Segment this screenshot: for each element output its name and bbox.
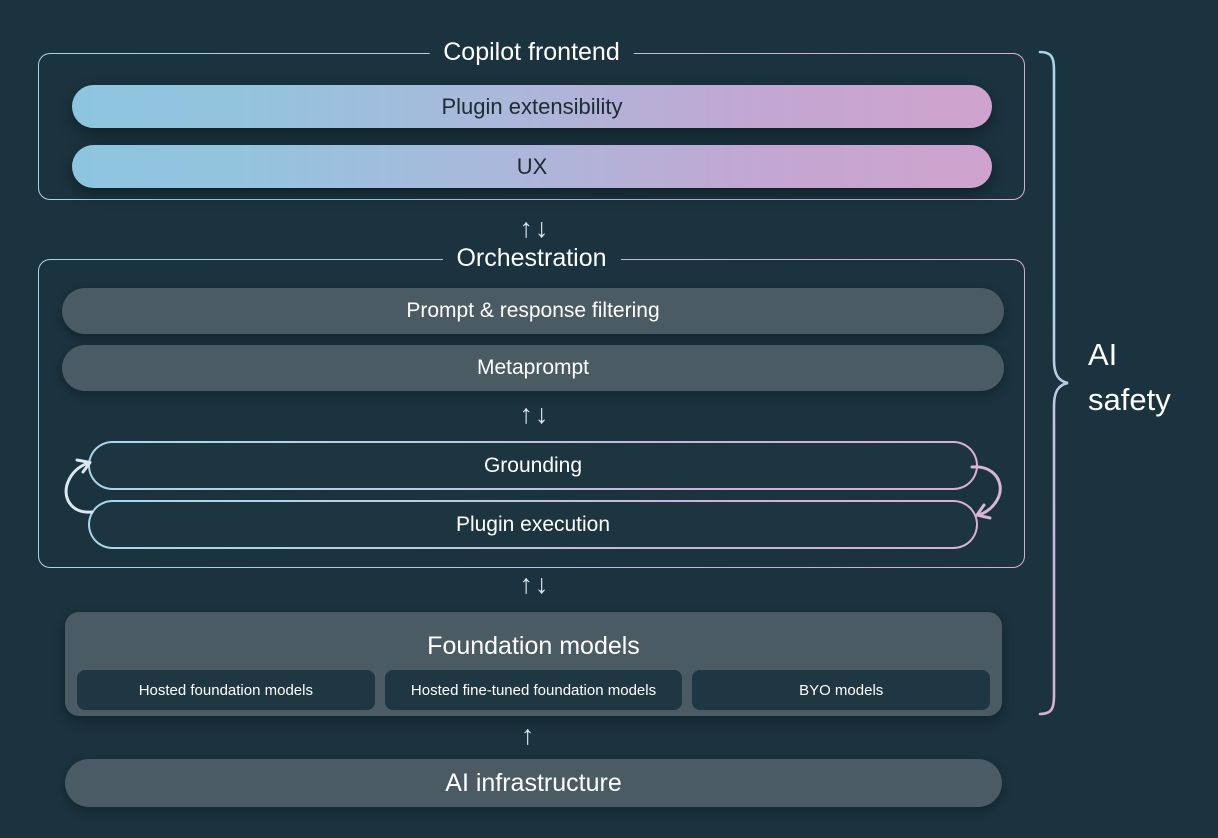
arrow-down-icon: ↓	[535, 568, 549, 599]
pill-ai-infrastructure[interactable]: AI infrastructure	[65, 759, 1002, 807]
pill-plugin-extensibility[interactable]: Plugin extensibility	[72, 85, 992, 128]
pill-plugin-extensibility-label: Plugin extensibility	[441, 93, 623, 119]
connector-foundation-infrastructure: ↑	[521, 722, 535, 749]
connector-orchestration-foundation: ↑ ↓	[498, 568, 570, 600]
foundation-models-row: Hosted foundation models Hosted fine-tun…	[77, 670, 991, 710]
loop-arrow-left-icon	[64, 458, 94, 514]
loop-arrow-right-icon	[970, 465, 1002, 520]
pill-grounding-label: Grounding	[483, 453, 583, 477]
ai-safety-label-line1: AI	[1088, 337, 1118, 372]
foundation-item-hosted-label: Hosted foundation models	[138, 681, 313, 699]
connector-metaprompt-grounding: ↑ ↓	[498, 398, 570, 430]
arrow-up-icon: ↑	[519, 212, 534, 243]
arrow-down-icon: ↓	[535, 212, 549, 243]
orchestration-title: Orchestration	[442, 244, 621, 273]
pill-prompt-response-filtering-label: Prompt & response filtering	[406, 299, 660, 322]
ai-safety-label: AI safety	[1088, 333, 1208, 423]
arrow-up-icon: ↑	[519, 568, 534, 599]
ai-safety-brace-icon	[1038, 50, 1069, 716]
pill-plugin-execution[interactable]: Plugin execution	[88, 500, 978, 549]
foundation-models-title: Foundation models	[427, 632, 640, 660]
foundation-models-block: Foundation models Hosted foundation mode…	[65, 612, 1002, 716]
pill-ux[interactable]: UX	[72, 145, 992, 188]
arrow-down-icon: ↓	[535, 398, 549, 429]
foundation-item-byo-label: BYO models	[799, 681, 884, 699]
arrow-up-icon: ↑	[519, 398, 534, 429]
ai-safety-label-line2: safety	[1088, 381, 1171, 417]
pill-metaprompt-label: Metaprompt	[476, 356, 590, 379]
arrow-up-icon: ↑	[521, 720, 535, 750]
pill-metaprompt[interactable]: Metaprompt	[62, 345, 1004, 391]
pill-plugin-execution-label: Plugin execution	[455, 512, 611, 536]
connector-frontend-orchestration: ↑ ↓	[498, 212, 570, 244]
foundation-item-byo[interactable]: BYO models	[692, 670, 991, 710]
foundation-item-finetuned[interactable]: Hosted fine-tuned foundation models	[384, 670, 683, 710]
pill-ux-label: UX	[516, 153, 548, 179]
copilot-frontend-title: Copilot frontend	[429, 38, 634, 67]
pill-grounding[interactable]: Grounding	[88, 441, 978, 490]
foundation-item-finetuned-label: Hosted fine-tuned foundation models	[410, 681, 657, 699]
pill-ai-infrastructure-label: AI infrastructure	[445, 768, 622, 797]
pill-prompt-response-filtering[interactable]: Prompt & response filtering	[62, 288, 1004, 334]
foundation-item-hosted[interactable]: Hosted foundation models	[77, 670, 375, 710]
